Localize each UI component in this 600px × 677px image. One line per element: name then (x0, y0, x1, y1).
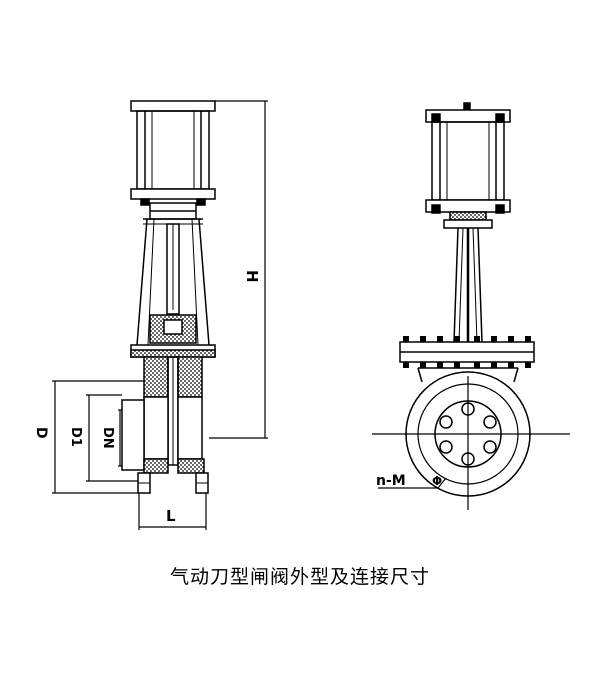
dimension-dn (118, 409, 122, 467)
dimension-d (52, 380, 144, 494)
figure-caption: 气动刀型闸阀外型及连接尺寸 (169, 566, 430, 588)
side-view (372, 102, 570, 510)
left-flange (121, 399, 145, 471)
yoke (136, 218, 210, 346)
dimension-d1 (86, 394, 138, 482)
label-bolt-holes: n-M (376, 473, 406, 489)
dimension-l (138, 493, 207, 530)
side-pneumatic-cylinder (431, 121, 505, 201)
label-d: D (33, 427, 49, 439)
label-h: H (243, 270, 261, 283)
cylinder-top-cap (130, 100, 216, 112)
pneumatic-cylinder (136, 110, 210, 190)
cylinder-bottom-cap (130, 188, 216, 200)
label-dn: DN (100, 427, 115, 449)
label-d1: D1 (68, 427, 83, 447)
label-bolt-marker: Φ (432, 474, 442, 488)
dimension-h (209, 100, 268, 439)
label-l: L (166, 507, 176, 525)
valve-body-top (143, 356, 169, 398)
front-view (52, 100, 268, 530)
